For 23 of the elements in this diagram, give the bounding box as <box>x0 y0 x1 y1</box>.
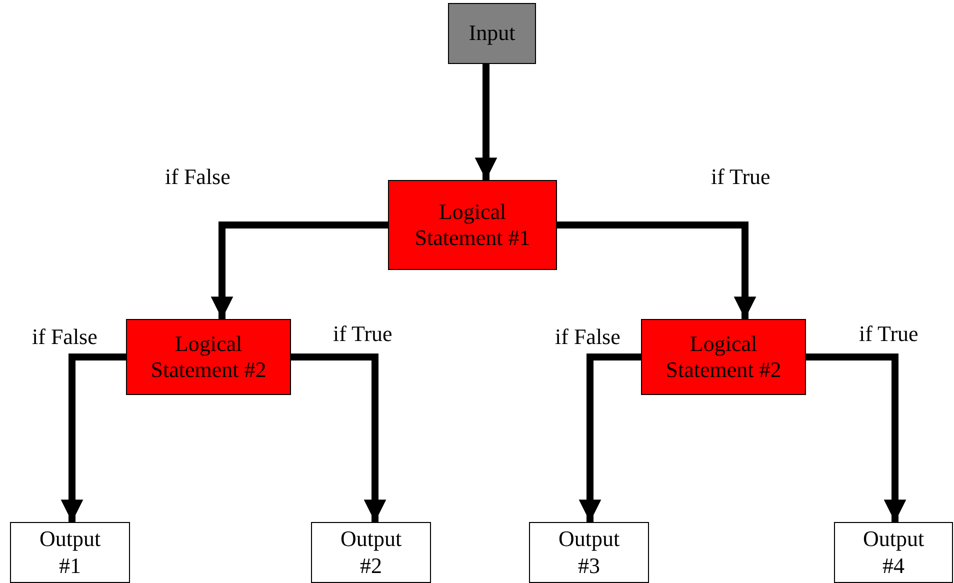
arrow <box>578 354 641 522</box>
input-box <box>448 3 536 64</box>
output-box <box>311 522 431 583</box>
arrow <box>557 222 756 319</box>
output-box <box>529 522 649 583</box>
arrow <box>210 222 388 319</box>
arrow <box>806 354 906 522</box>
decision-box <box>641 319 806 395</box>
node-label: Input <box>468 20 516 47</box>
output-box <box>10 522 130 583</box>
node-label: Output #3 <box>557 526 621 579</box>
node-label: Output #1 <box>38 526 102 579</box>
arrow <box>60 354 126 522</box>
decision-box <box>388 180 557 270</box>
node-label: Logical Statement #2 <box>150 330 268 384</box>
arrow <box>474 64 498 180</box>
output-box <box>834 522 953 583</box>
node-label: Output #4 <box>862 526 926 579</box>
arrow <box>291 354 386 522</box>
node-label: Output #2 <box>339 526 403 579</box>
node-label: Logical Statement #2 <box>664 330 782 384</box>
node-label: Logical Statement #1 <box>414 198 532 252</box>
decision-box <box>126 319 291 395</box>
